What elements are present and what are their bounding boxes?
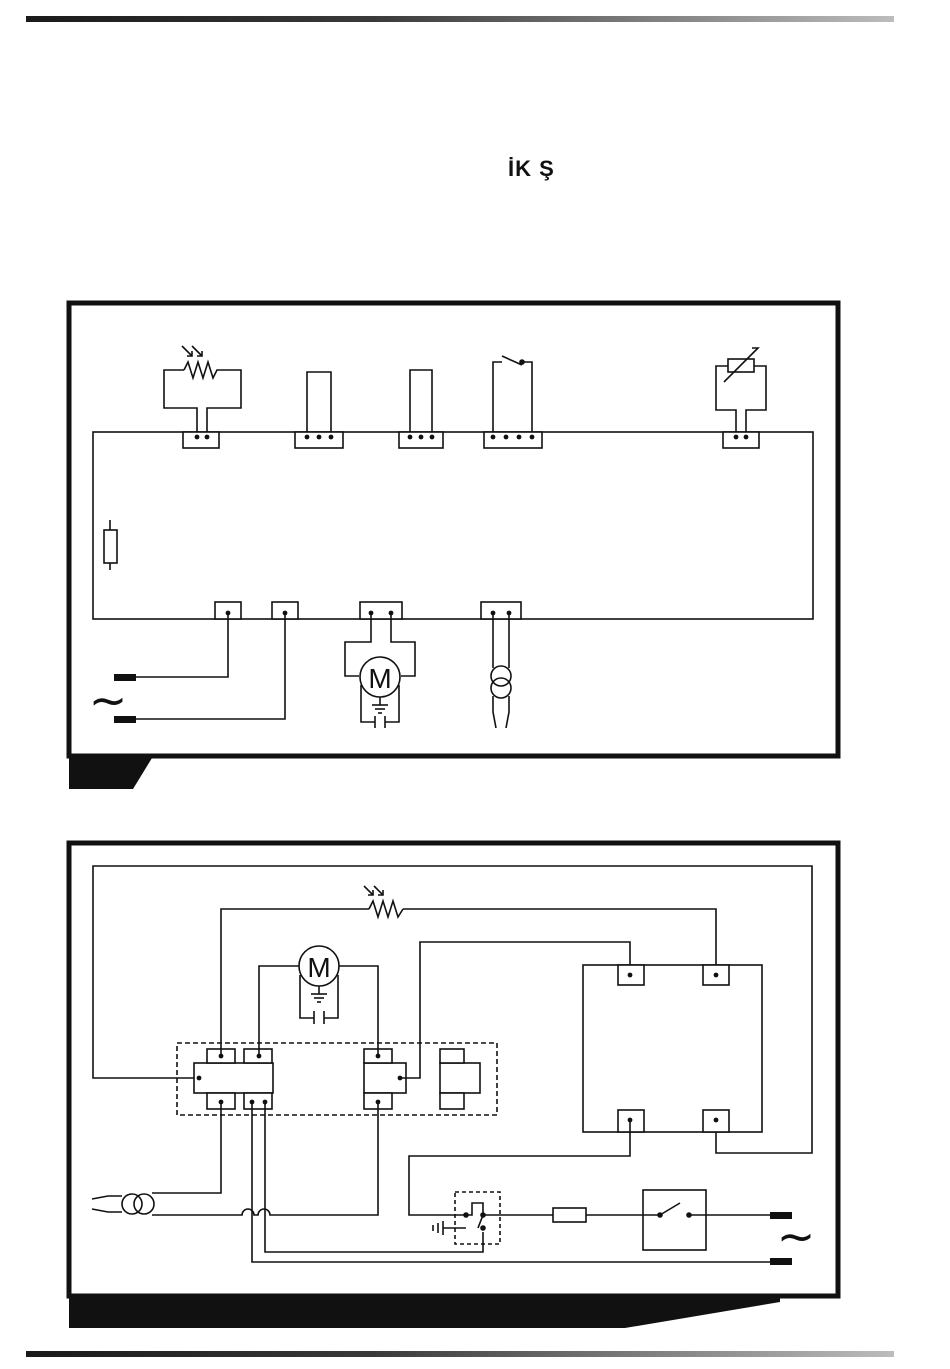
- control-board: [93, 432, 813, 619]
- sensor-loop-2: [410, 370, 432, 432]
- connector-pins: [195, 435, 749, 440]
- overload-protector-icon: [433, 1203, 485, 1235]
- ac-supply-symbol-2: ~: [777, 1209, 816, 1263]
- transformer-icon-2: [92, 1102, 221, 1214]
- transformer-icon: [491, 613, 511, 728]
- mains-line-2: [124, 613, 285, 719]
- bottom-decorative-rule: [26, 1351, 894, 1357]
- ac-supply-symbol: ~: [89, 673, 128, 727]
- protector-wire: [409, 1120, 630, 1215]
- bottom-connectors: [215, 602, 521, 619]
- board-fuse-icon: [104, 520, 117, 570]
- light-sensor-icon: [164, 346, 241, 432]
- thermistor-icon: [716, 348, 766, 432]
- diagram-1: ~ M: [69, 303, 838, 789]
- thermostat-board: [583, 965, 762, 1132]
- relay-pin-box: [244, 1093, 272, 1109]
- diagram-2-footer-band: [69, 1298, 780, 1328]
- overload-protector: [455, 1192, 500, 1244]
- sensor-loop-1: [307, 372, 331, 432]
- fuse-icon: [553, 1208, 586, 1222]
- relay-pin-box: [440, 1049, 464, 1063]
- relay-block-3: [440, 1063, 480, 1093]
- diagram-1-corner-tab: [69, 758, 152, 789]
- top-connectors: [183, 432, 759, 448]
- light-sensor-icon-2: [364, 886, 403, 917]
- ldr-wire-left: [221, 909, 369, 1056]
- board-pins: [628, 973, 719, 1123]
- motor-label-2: M: [307, 952, 330, 983]
- relay-pin-box: [440, 1093, 464, 1109]
- diagram-1-frame: [69, 303, 838, 756]
- return-wire-1: [265, 1102, 483, 1252]
- main-switch-icon: [658, 1203, 691, 1217]
- return-wire-2: [252, 1102, 772, 1262]
- main-switch-box: [643, 1190, 706, 1250]
- mains-line-1: [124, 613, 228, 677]
- door-switch-icon: [493, 356, 532, 432]
- relay-block: [194, 1063, 273, 1093]
- sensor-board-wire: [400, 942, 630, 1078]
- motor-label: M: [368, 663, 391, 694]
- diagram-2: M: [69, 843, 838, 1328]
